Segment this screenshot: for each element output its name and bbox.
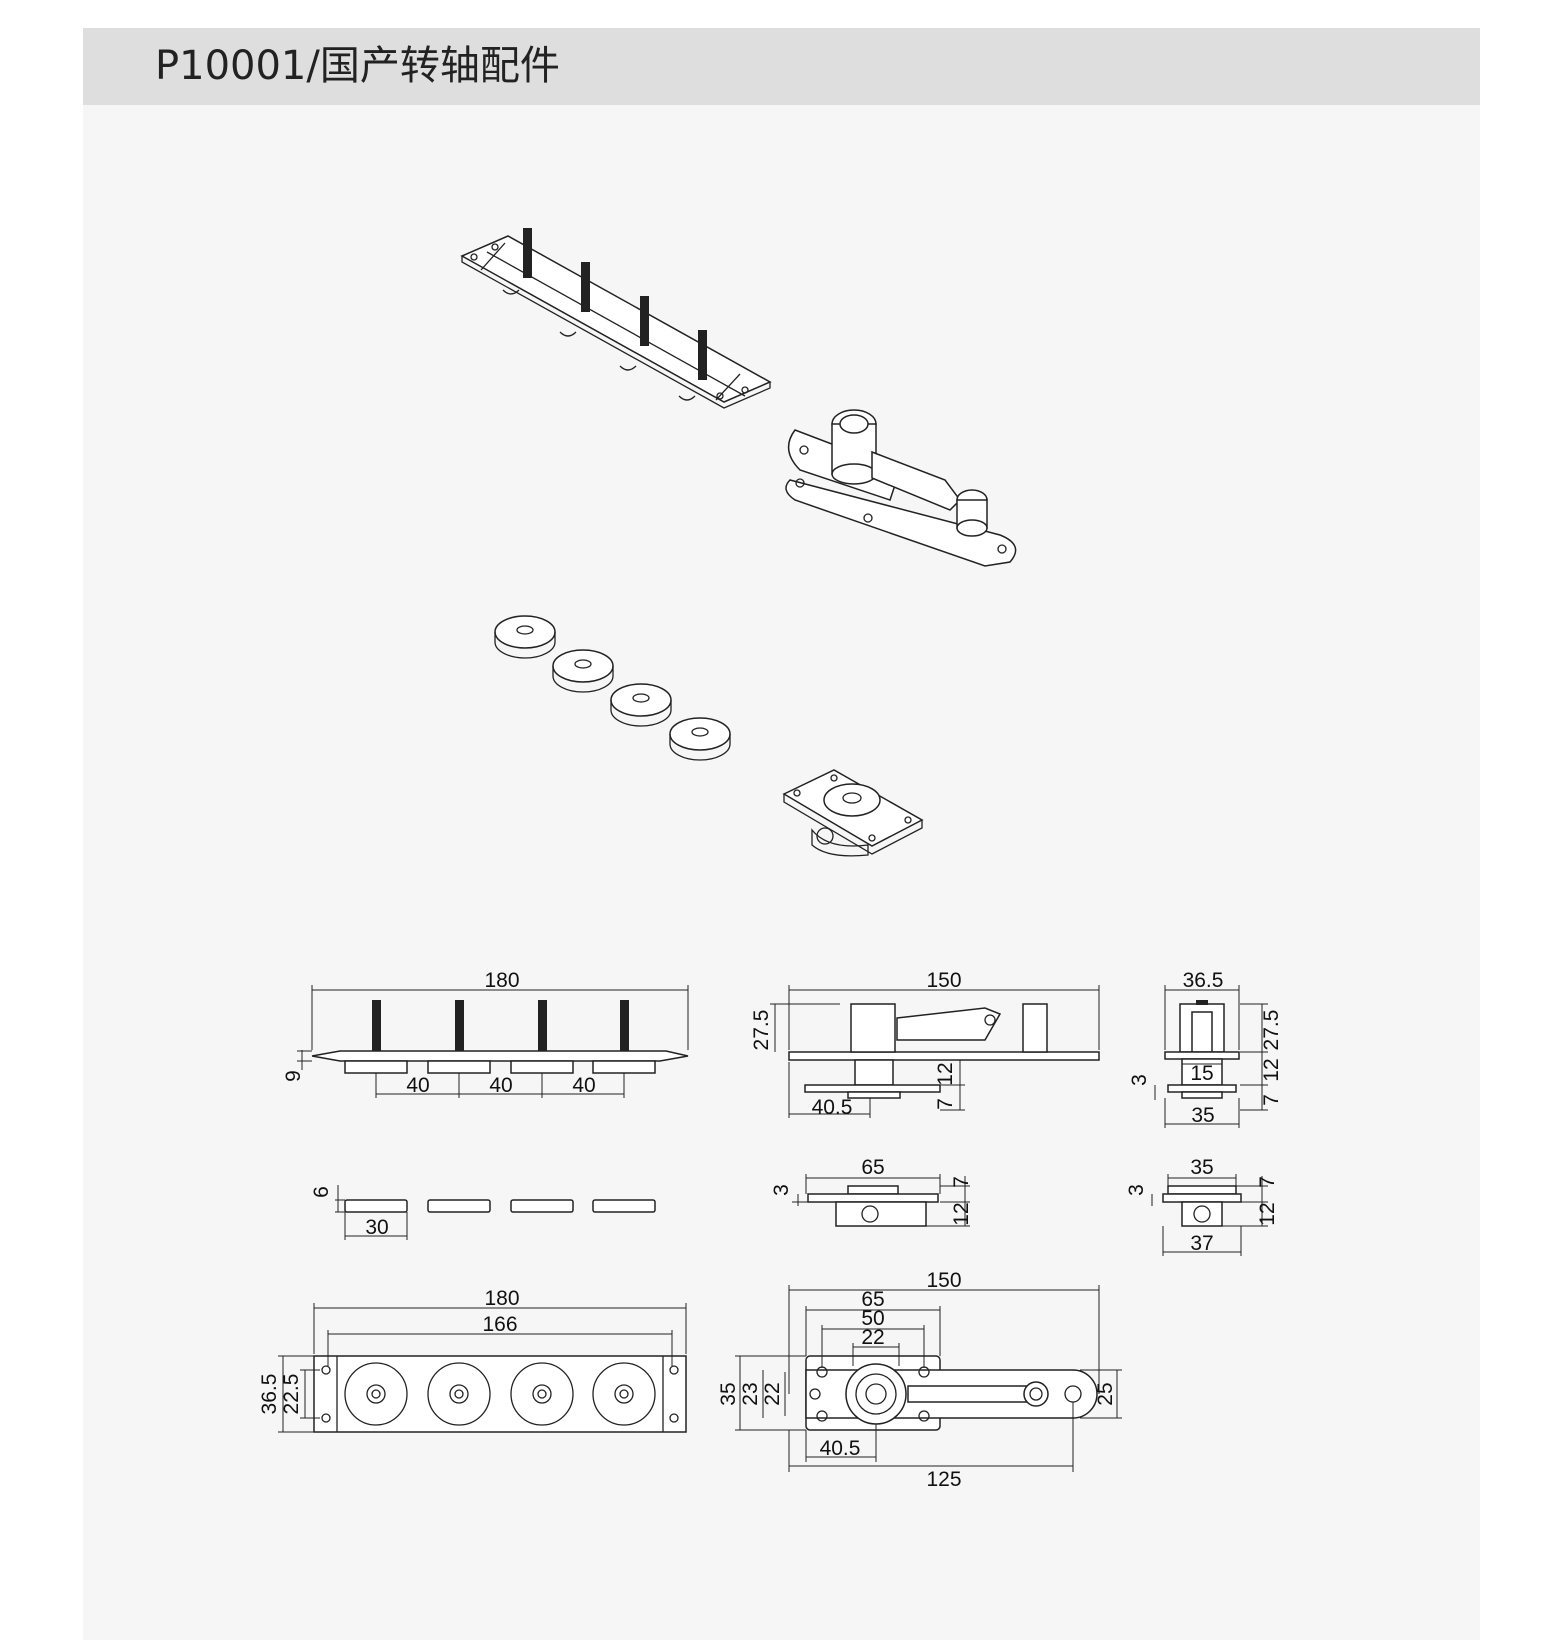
dim-pplan-22h: 22 [761, 1382, 784, 1405]
dim-washer-thickness: 6 [310, 1186, 333, 1198]
view-socket-side: 65 3 7 12 [770, 1156, 973, 1227]
dim-spacing-1: 40 [406, 1074, 429, 1097]
dim-end-width: 36.5 [1183, 969, 1224, 992]
dim-plan-length: 180 [484, 1287, 519, 1310]
dim-pivot-t12: 12 [934, 1062, 957, 1085]
view-top-plate-plan: 180 166 36.5 22.5 [258, 1287, 687, 1433]
dim-pivot-t7: 7 [934, 1098, 957, 1110]
dim-spacing-3: 40 [572, 1074, 595, 1097]
dim-socket-end-t7: 7 [1256, 1176, 1279, 1188]
dim-pplan-end: 25 [1094, 1382, 1117, 1405]
dim-top-length: 180 [484, 969, 519, 992]
dim-pplan-arm: 125 [926, 1468, 961, 1491]
view-pivot-end: 36.5 15 35 3 27.5 12 7 [1128, 969, 1283, 1128]
dim-plan-inner: 166 [482, 1313, 517, 1336]
page-title: P10001/国产转轴配件 [155, 43, 560, 89]
dim-socket-t3: 3 [770, 1184, 793, 1196]
dim-end-t12: 12 [1260, 1058, 1283, 1081]
dim-plan-inner-width: 22.5 [280, 1374, 303, 1415]
title-bar [83, 28, 1480, 105]
dim-end-t3: 3 [1128, 1074, 1151, 1086]
dim-pplan-length: 150 [926, 1269, 961, 1292]
dim-pivot-offset: 40.5 [812, 1096, 853, 1119]
iso-socket-base [782, 769, 924, 857]
dim-spacing-2: 40 [489, 1074, 512, 1097]
dim-washer-diameter: 30 [365, 1216, 388, 1239]
dim-pplan-22: 22 [861, 1326, 884, 1349]
dim-end-bottom: 35 [1191, 1104, 1214, 1127]
view-washers-side: 6 30 [310, 1185, 656, 1240]
dim-pplan-65: 65 [861, 1288, 884, 1311]
dim-socket-end-t12: 12 [1256, 1202, 1279, 1225]
dim-socket-end-width: 35 [1190, 1156, 1213, 1179]
dim-socket-length: 65 [861, 1156, 884, 1179]
dim-top-height: 9 [282, 1070, 305, 1082]
dim-pplan-50: 50 [861, 1307, 884, 1330]
iso-washers [494, 615, 731, 761]
dim-pivot-length: 150 [926, 969, 961, 992]
dim-end-t7: 7 [1260, 1094, 1283, 1106]
iso-pivot-assembly [785, 409, 1017, 567]
dim-pivot-height: 27.5 [750, 1010, 773, 1051]
view-pivot-plan: 150 65 50 22 35 23 22 40.5 125 25 [717, 1269, 1122, 1491]
view-pivot-side: 150 27.5 40.5 12 7 [750, 969, 1100, 1119]
dim-socket-end-t3: 3 [1125, 1184, 1148, 1196]
dim-pplan-offset: 40.5 [820, 1437, 861, 1460]
view-socket-end: 35 37 3 7 12 [1125, 1156, 1279, 1256]
view-top-plate-side: 180 9 40 40 40 [282, 969, 689, 1098]
dim-pplan-23: 23 [739, 1382, 762, 1405]
dim-socket-end-bottom: 37 [1190, 1232, 1213, 1255]
dim-socket-t7: 7 [950, 1176, 973, 1188]
dim-pplan-35: 35 [717, 1382, 740, 1405]
dim-end-height: 27.5 [1260, 1010, 1283, 1051]
dim-end-inner: 15 [1190, 1062, 1213, 1085]
dim-socket-t12: 12 [950, 1202, 973, 1225]
dim-plan-width: 36.5 [258, 1374, 281, 1415]
iso-top-plate [460, 228, 772, 409]
